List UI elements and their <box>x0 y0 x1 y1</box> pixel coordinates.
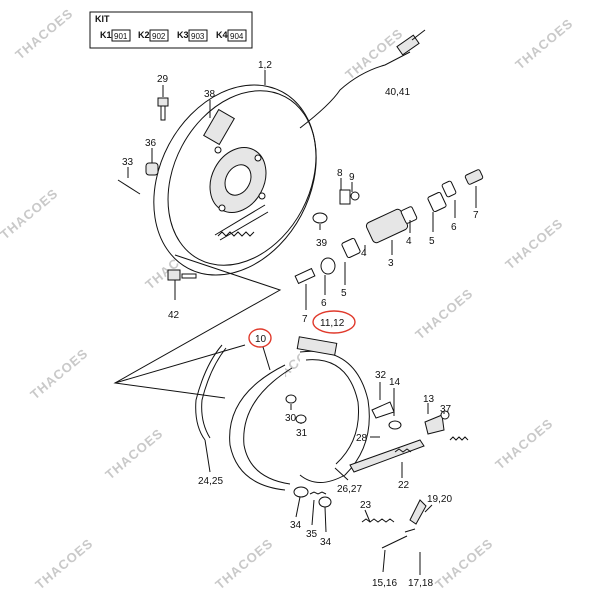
parking-brake-cable <box>299 29 426 129</box>
parking-lever <box>349 401 469 549</box>
callout-26-27: 26,27 <box>337 484 362 495</box>
leader-lines <box>127 70 477 575</box>
callout-7-right: 7 <box>473 210 479 221</box>
callout-17-18: 17,18 <box>408 578 433 589</box>
kit-code-box <box>227 29 247 42</box>
clip-39 <box>312 212 328 224</box>
watermark: THACOES <box>12 5 76 62</box>
callout-13: 13 <box>423 394 435 405</box>
highlight-11-12 <box>312 310 356 334</box>
kit-title: KIT <box>95 14 110 24</box>
callout-32: 32 <box>375 370 387 381</box>
callout-22: 22 <box>398 480 410 491</box>
callout-34-right: 34 <box>320 537 332 548</box>
callout-36: 36 <box>145 138 157 149</box>
callout-7-lower: 7 <box>302 314 308 325</box>
watermark: THACOES <box>512 15 576 72</box>
kit-code: 904 <box>230 32 244 41</box>
kit-legend: KIT K1 901 K2 902 K3 903 K4 904 <box>89 11 253 49</box>
callout-3: 3 <box>388 258 394 269</box>
watermark: THACOES <box>412 285 476 342</box>
callout-33: 33 <box>122 157 134 168</box>
callout-10: 10 <box>255 334 267 345</box>
callout-6-lower: 6 <box>321 298 327 309</box>
callout-24-25: 24,25 <box>198 476 223 487</box>
callout-4-upper: 4 <box>406 236 412 247</box>
callout-19-20: 19,20 <box>427 494 452 505</box>
watermark: THACOES <box>0 185 61 242</box>
callout-31: 31 <box>296 428 308 439</box>
callout-11-12: 11,12 <box>320 318 345 329</box>
nut-36 <box>145 162 159 176</box>
callout-5-upper: 5 <box>429 236 435 247</box>
kit-code: 901 <box>114 32 128 41</box>
callout-34-left: 34 <box>290 520 302 531</box>
kit-code-box <box>188 29 208 42</box>
callout-37: 37 <box>440 404 452 415</box>
callout-1-2: 1,2 <box>258 60 272 71</box>
highlights <box>248 310 356 348</box>
watermark: THACOES <box>27 345 91 402</box>
callout-8: 8 <box>337 168 343 179</box>
watermarks: THACOES THACOES THACOES THACOES THACOES … <box>0 5 576 592</box>
kit-code: 903 <box>191 32 205 41</box>
watermark: THACOES <box>492 415 556 472</box>
watermark: THACOES <box>102 425 166 482</box>
callout-39: 39 <box>316 238 328 249</box>
callout-15-16: 15,16 <box>372 578 397 589</box>
callout-42: 42 <box>168 310 180 321</box>
backing-plate <box>153 84 317 276</box>
callout-23: 23 <box>360 500 372 511</box>
watermark: THACOES <box>212 535 276 592</box>
highlight-10 <box>248 328 272 348</box>
watermark: THACOES <box>432 535 496 592</box>
bolt-29 <box>157 97 169 121</box>
kit-code: 902 <box>152 32 166 41</box>
callout-4-lower: 4 <box>361 248 367 259</box>
watermark: THACOES <box>342 25 406 82</box>
callout-40-41: 40,41 <box>385 87 410 98</box>
wheel-cylinder <box>294 169 484 285</box>
pin-33 <box>117 179 141 195</box>
callout-35: 35 <box>306 529 318 540</box>
callout-14: 14 <box>389 377 401 388</box>
kit-code-box <box>149 29 169 42</box>
watermark: THACOES <box>502 215 566 272</box>
bolt-42 <box>167 269 197 281</box>
spring-24-25 <box>195 344 227 441</box>
callout-28: 28 <box>356 433 368 444</box>
callout-labels: 1,2 40,41 29 38 36 33 8 9 7 4 3 4 5 6 5 … <box>122 60 479 589</box>
kit-code-box <box>111 29 131 42</box>
brake-shoes <box>229 336 370 491</box>
shoe-hold-down-hardware <box>285 394 332 508</box>
outline-lines <box>113 254 282 399</box>
callout-6-upper: 6 <box>451 222 457 233</box>
kit-key: K4 <box>216 30 228 40</box>
callout-29: 29 <box>157 74 169 85</box>
kit-key: K1 <box>100 30 112 40</box>
callout-38: 38 <box>204 89 216 100</box>
callout-30: 30 <box>285 413 297 424</box>
kit-key: K2 <box>138 30 150 40</box>
callout-9: 9 <box>349 172 355 183</box>
callout-5-lower: 5 <box>341 288 347 299</box>
kit-key: K3 <box>177 30 189 40</box>
watermark: THACOES <box>32 535 96 592</box>
